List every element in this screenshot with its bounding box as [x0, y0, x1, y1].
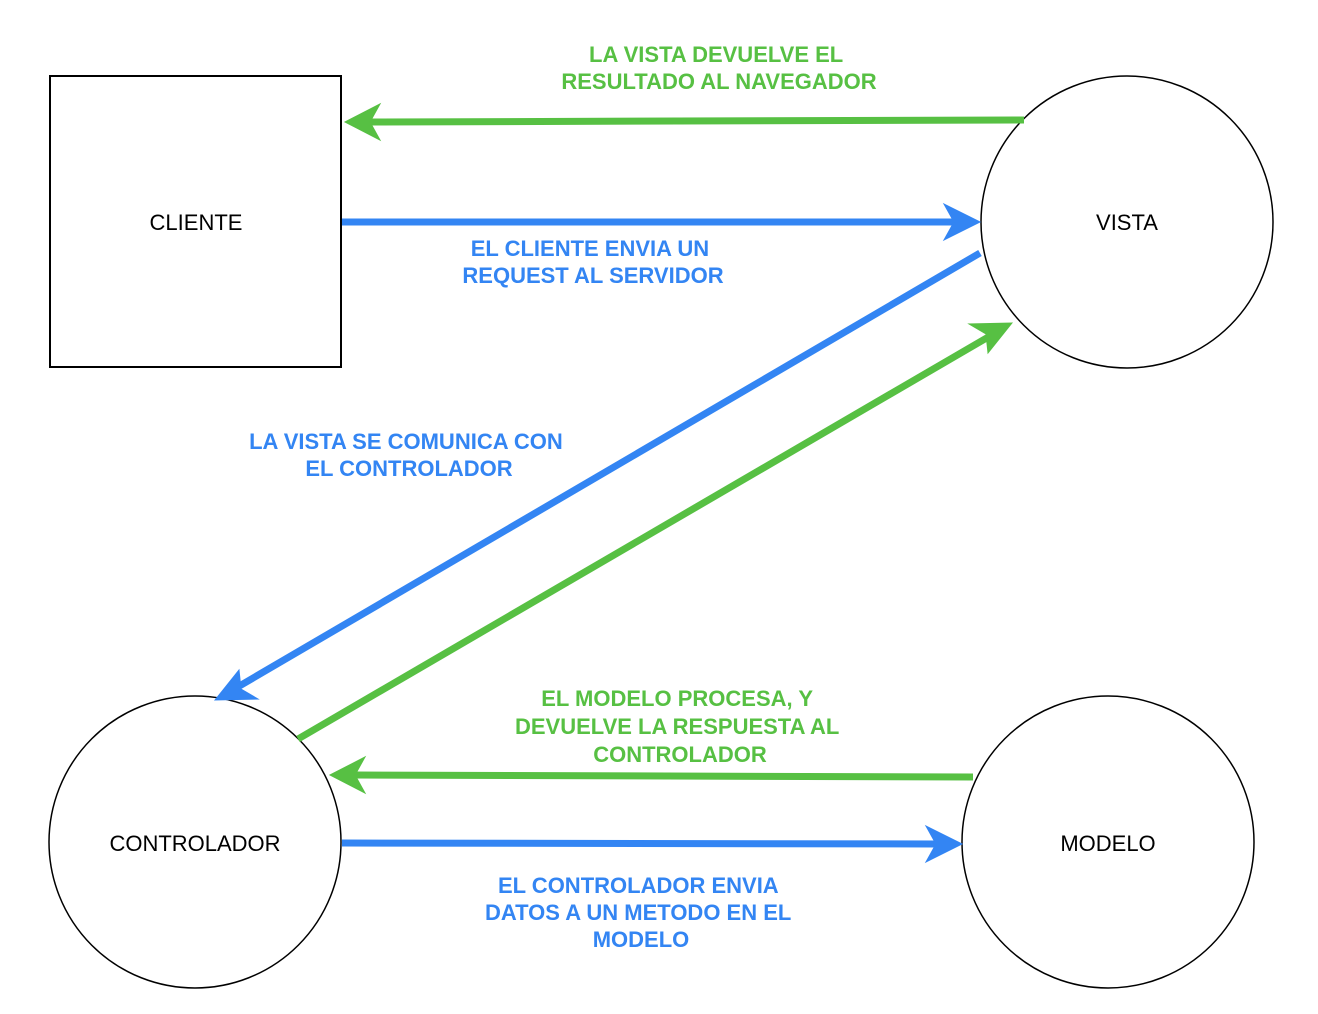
edge-line: [234, 249, 982, 692]
cliente-box: [49, 75, 342, 368]
edge-controlador-to-modelo: [341, 824, 964, 864]
vista-label: VISTA: [1096, 210, 1158, 235]
edge-modelo-to-controlador: [328, 755, 974, 795]
label-line: REQUEST AL SERVIDOR: [462, 263, 723, 288]
label-line: LA VISTA SE COMUNICA CON: [249, 429, 563, 454]
label-line: EL CONTROLADOR: [305, 456, 512, 481]
edge-line: [341, 839, 938, 848]
controlador-label: CONTROLADOR: [109, 831, 280, 856]
label-line: DATOS A UN METODO EN EL: [485, 900, 791, 925]
label-line: LA VISTA DEVUELVE EL: [589, 42, 843, 67]
label-line: MODELO: [593, 927, 690, 952]
label-line: EL CLIENTE ENVIA UN: [471, 236, 709, 261]
edge-vista-to-controlador: [213, 249, 982, 701]
label-line: DEVUELVE LA RESPUESTA AL: [515, 714, 839, 739]
arrowhead-icon: [328, 755, 367, 795]
modelo-label: MODELO: [1060, 831, 1155, 856]
controlador-circle: [48, 695, 342, 989]
arrowhead-icon: [343, 102, 382, 142]
arrowhead-icon: [213, 668, 260, 701]
edge-cliente-to-vista: [342, 202, 982, 242]
edge-controlador-to-vista: [296, 322, 1014, 743]
edge-line: [354, 771, 974, 781]
edge-vista-to-cliente: [343, 102, 1025, 142]
label-line: EL CONTROLADOR ENVIA: [498, 873, 779, 898]
label-line: CONTROLADOR: [593, 742, 767, 767]
modelo-circle: [961, 695, 1255, 989]
label-line: RESULTADO AL NAVEGADOR: [561, 69, 876, 94]
arrowhead-icon: [942, 202, 982, 242]
node-vista: VISTA: [980, 75, 1274, 369]
label-cliente-to-vista: EL CLIENTE ENVIA UN REQUEST AL SERVIDOR: [462, 236, 723, 288]
label-modelo-to-controlador: EL MODELO PROCESA, Y DEVUELVE LA RESPUES…: [515, 686, 845, 767]
label-controlador-to-modelo: EL CONTROLADOR ENVIA DATOS A UN METODO E…: [485, 873, 797, 952]
arrowhead-icon: [967, 322, 1014, 355]
edge-line: [367, 116, 1025, 126]
label-vista-to-controlador: LA VISTA SE COMUNICA CON EL CONTROLADOR: [249, 429, 569, 481]
arrowhead-icon: [924, 824, 964, 864]
node-modelo: MODELO: [961, 695, 1255, 989]
label-vista-to-cliente: LA VISTA DEVUELVE EL RESULTADO AL NAVEGA…: [561, 42, 876, 94]
label-line: EL MODELO PROCESA, Y: [541, 686, 813, 711]
edge-line: [296, 332, 992, 743]
node-cliente: CLIENTE: [49, 75, 342, 368]
node-controlador: CONTROLADOR: [48, 695, 342, 989]
cliente-label: CLIENTE: [150, 210, 243, 235]
